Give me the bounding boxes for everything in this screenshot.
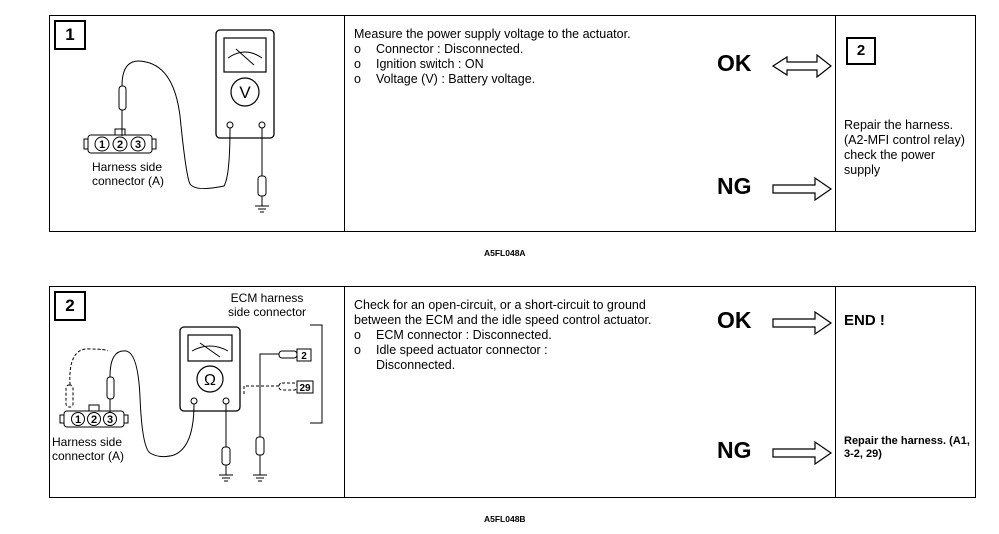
step-2-diagram-cell: 2 ECM harness side connector 2 29 xyxy=(50,287,345,497)
step-2-title: Check for an open-circuit, or a short-ci… xyxy=(354,298,652,327)
connector-label: Harness side connector (A) xyxy=(52,435,125,463)
step-1-diagram-cell: 1 xyxy=(50,16,345,231)
pin-1: 1 xyxy=(75,414,81,426)
condition-1: Connector : Disconnected. xyxy=(376,42,524,56)
figure-caption-a: A5FL048A xyxy=(484,248,526,258)
ecm-pin-2: 2 xyxy=(301,351,307,362)
step-2-instructions-cell: Check for an open-circuit, or a short-ci… xyxy=(344,287,835,497)
ng-label: NG xyxy=(717,173,752,199)
voltmeter-icon xyxy=(215,29,275,139)
ok-action-text: END ! xyxy=(844,312,885,329)
step-1-result-cell: 2 Repair the harness. (A2-MFI control re… xyxy=(835,16,976,231)
pin-3: 3 xyxy=(135,139,141,151)
step-1-instructions: Measure the power supply voltage to the … xyxy=(354,27,684,87)
ok-arrow-icon xyxy=(771,53,832,79)
meter-symbol: Ω xyxy=(204,372,216,389)
harness-connector-icon xyxy=(83,128,157,154)
connector-label: Harness side connector (A) xyxy=(92,160,165,188)
step-2-result-cell: END ! Repair the harness. (A1, 3-2, 29) xyxy=(835,287,976,497)
figure-caption-b: A5FL048B xyxy=(484,514,526,524)
ground-icon xyxy=(255,205,269,213)
ok-arrow-icon xyxy=(772,310,833,336)
ecm-connector-label: ECM harness side connector xyxy=(228,291,307,319)
pin-2: 2 xyxy=(91,414,97,426)
step-1-number: 1 xyxy=(54,20,86,50)
ng-arrow-icon xyxy=(772,176,833,202)
pin-2: 2 xyxy=(117,139,123,151)
ground-icon xyxy=(219,474,267,482)
condition-3: Voltage (V) : Battery voltage. xyxy=(376,72,536,86)
voltage-test-diagram: V 1 2 3 xyxy=(83,29,275,213)
condition-2: Idle speed actuator connector : Disconne… xyxy=(376,343,548,372)
continuity-test-diagram: 2 29 xyxy=(59,324,323,482)
step-2-panel: 2 ECM harness side connector 2 29 xyxy=(49,286,976,498)
ng-arrow-icon xyxy=(772,440,833,466)
harness-connector-icon xyxy=(59,404,129,428)
ng-action-text: Repair the harness. (A2-MFI control rela… xyxy=(844,118,965,177)
step-2-number: 2 xyxy=(54,291,86,321)
next-step-number[interactable]: 2 xyxy=(846,37,876,65)
ecm-pin-29: 29 xyxy=(299,383,311,394)
pin-1: 1 xyxy=(99,139,105,151)
step-2-instructions: Check for an open-circuit, or a short-ci… xyxy=(354,298,684,373)
meter-symbol: V xyxy=(239,83,251,102)
ok-label: OK xyxy=(717,50,752,76)
ohmmeter-icon xyxy=(179,326,241,412)
ng-action-text: Repair the harness. (A1, 3-2, 29) xyxy=(844,435,970,460)
ok-label: OK xyxy=(717,307,752,333)
step-1-panel: 1 xyxy=(49,15,976,232)
condition-1: ECM connector : Disconnected. xyxy=(376,328,552,342)
pin-3: 3 xyxy=(107,414,113,426)
condition-2: Ignition switch : ON xyxy=(376,57,484,71)
ng-label: NG xyxy=(717,437,752,463)
step-1-title: Measure the power supply voltage to the … xyxy=(354,27,631,41)
step-1-instructions-cell: Measure the power supply voltage to the … xyxy=(344,16,835,231)
